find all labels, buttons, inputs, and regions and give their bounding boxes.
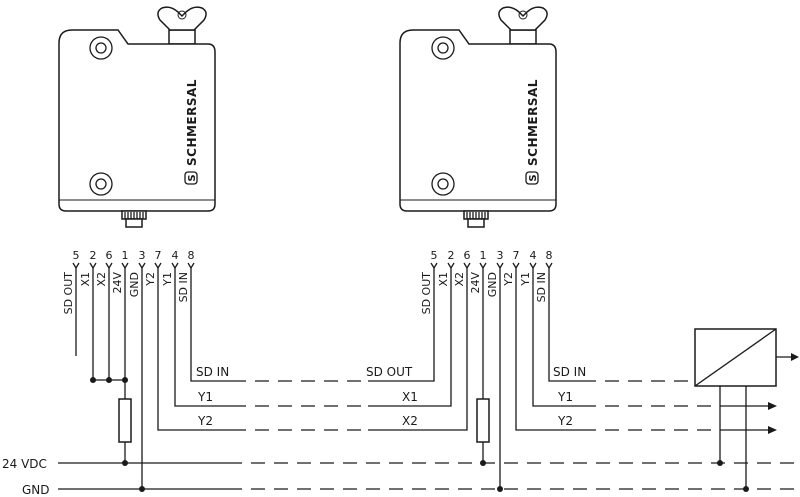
pin-terminals-2 — [430, 262, 553, 270]
pin-number: 2 — [90, 249, 97, 262]
logo-letter: S — [528, 174, 539, 181]
signal-label-y1: Y1 — [197, 390, 213, 404]
pin-labels-2: SD OUT X1 X2 24V GND Y2 Y1 SD IN — [420, 272, 548, 315]
pin-numbers-2: 5 2 6 1 3 7 4 8 — [431, 249, 553, 262]
connector-icon — [463, 210, 489, 228]
wires-2 — [368, 268, 582, 492]
rail-label-24vdc: 24 VDC — [2, 457, 47, 471]
pin-number: 5 — [431, 249, 438, 262]
pin-label: X1 — [437, 272, 450, 287]
pin-label: X2 — [453, 272, 466, 287]
logo-letter: S — [187, 174, 198, 181]
brand-logo: S SCHMERSAL — [525, 79, 540, 185]
safety-sensor-1: S SCHMERSAL 5 2 6 1 3 7 4 8 SD OUT X1 X — [58, 6, 232, 492]
wing-knob-icon — [498, 6, 548, 45]
arrow-right-icon — [768, 402, 777, 410]
wires-1 — [75, 268, 232, 492]
pin-labels-1: SD OUT X1 X2 24V GND Y2 Y1 SD IN — [62, 272, 190, 315]
signal-label-x2: X2 — [402, 414, 418, 428]
pin-label: 24V — [111, 272, 124, 294]
pin-number: 6 — [464, 249, 471, 262]
connector-icon — [121, 210, 147, 228]
pin-number: 7 — [513, 249, 520, 262]
pin-label: SD IN — [535, 272, 548, 302]
arrow-right-icon — [791, 353, 799, 361]
pin-number: 3 — [139, 249, 146, 262]
brand-logo: S SCHMERSAL — [184, 79, 199, 185]
pin-number: 1 — [122, 249, 129, 262]
sensor-housing — [58, 29, 216, 212]
signal-label-sd-in: SD IN — [553, 365, 586, 379]
pin-numbers-1: 5 2 6 1 3 7 4 8 — [73, 249, 195, 262]
evaluation-unit-icon — [694, 328, 799, 492]
pin-label: Y1 — [519, 272, 532, 287]
signal-label-y2: Y2 — [197, 414, 213, 428]
safety-sensor-2: S SCHMERSAL 5 2 6 1 3 7 4 8 SD OUT X1 X2… — [366, 6, 586, 492]
pin-number: 8 — [546, 249, 553, 262]
pin-label: SD IN — [177, 272, 190, 302]
pin-label: Y2 — [144, 272, 157, 287]
fuse-icon — [118, 398, 132, 443]
mounting-hole-icon — [431, 172, 455, 196]
pin-label: SD OUT — [62, 272, 75, 315]
power-rails: 24 VDC GND — [2, 457, 800, 497]
pin-label: Y2 — [502, 272, 515, 287]
pin-number: 1 — [480, 249, 487, 262]
sensor-housing — [399, 29, 557, 212]
signal-label-y2: Y2 — [557, 414, 573, 428]
pin-label: 24V — [469, 272, 482, 294]
wing-knob-icon — [157, 6, 207, 45]
arrow-right-icon — [768, 426, 777, 434]
pin-number: 6 — [106, 249, 113, 262]
mounting-hole-icon — [431, 36, 455, 60]
signal-label-sd-out: SD OUT — [366, 365, 413, 379]
brand-name: SCHMERSAL — [526, 79, 540, 166]
pin-number: 4 — [530, 249, 537, 262]
pin-label: X2 — [95, 272, 108, 287]
pin-label: GND — [128, 272, 141, 297]
pin-terminals-1 — [72, 262, 195, 270]
signal-label-sd-in: SD IN — [196, 365, 229, 379]
pin-number: 8 — [188, 249, 195, 262]
pin-label: X1 — [79, 272, 92, 287]
rail-label-gnd: GND — [22, 483, 50, 497]
pin-label: SD OUT — [420, 272, 433, 315]
pin-number: 5 — [73, 249, 80, 262]
signal-label-x1: X1 — [402, 390, 418, 404]
dashed-interconnects — [232, 380, 720, 431]
pin-number: 2 — [448, 249, 455, 262]
mounting-hole-icon — [89, 36, 113, 60]
pin-label: Y1 — [161, 272, 174, 287]
pin-label: GND — [486, 272, 499, 297]
pin-number: 3 — [497, 249, 504, 262]
mounting-hole-icon — [89, 172, 113, 196]
pin-number: 7 — [155, 249, 162, 262]
pin-number: 4 — [172, 249, 179, 262]
signal-label-y1: Y1 — [557, 390, 573, 404]
fuse-icon — [476, 398, 490, 443]
brand-name: SCHMERSAL — [185, 79, 199, 166]
